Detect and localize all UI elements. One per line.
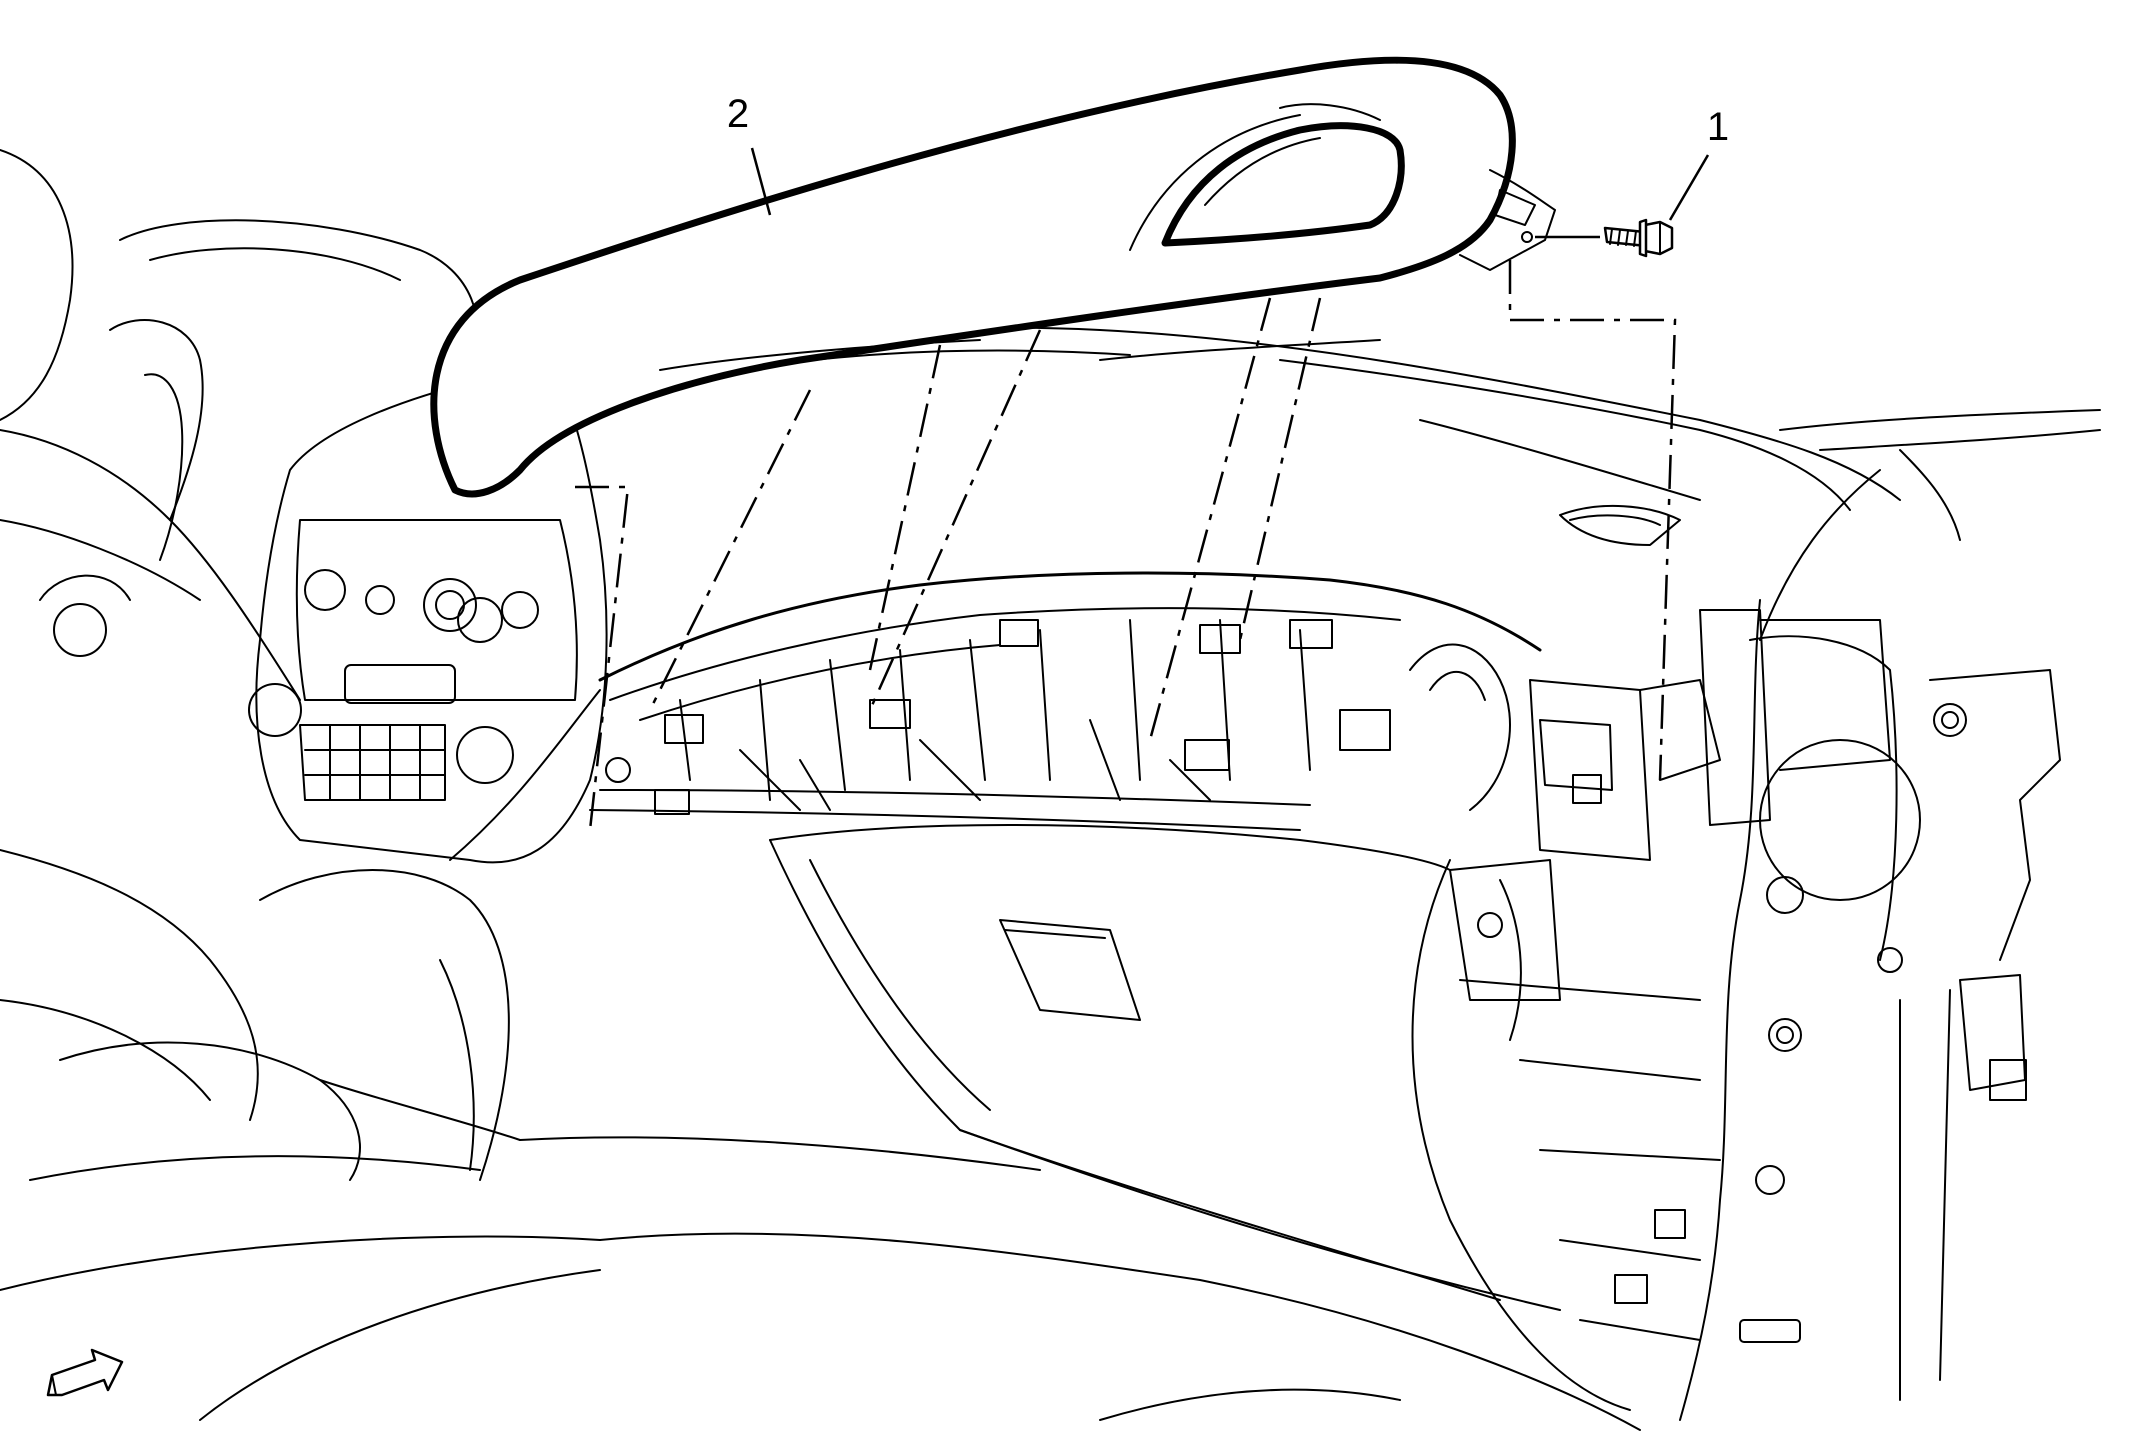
callout-1-leader xyxy=(1668,154,1710,221)
alignment-lines xyxy=(575,260,1677,831)
callout-2-leader xyxy=(750,147,772,216)
callout-2: 2 xyxy=(727,92,772,216)
instrument-panel-left-section xyxy=(0,149,1041,1291)
instrument-panel-side-bracket xyxy=(1449,599,2061,1421)
view-direction-arrow-icon xyxy=(46,1348,124,1397)
part-2-trim-panel xyxy=(430,56,1556,498)
upper-dash-pad xyxy=(539,326,2101,641)
bolt-hole xyxy=(1521,231,1533,243)
callout-1: 1 xyxy=(1668,105,1729,221)
glove-box-lower-panel xyxy=(199,824,1641,1431)
center-stack-controls xyxy=(248,379,608,864)
instrument-panel-carrier xyxy=(589,571,1542,831)
part-1-bolt xyxy=(1603,218,1674,258)
callout-2-label: 2 xyxy=(727,92,749,136)
callout-1-label: 1 xyxy=(1707,105,1729,149)
